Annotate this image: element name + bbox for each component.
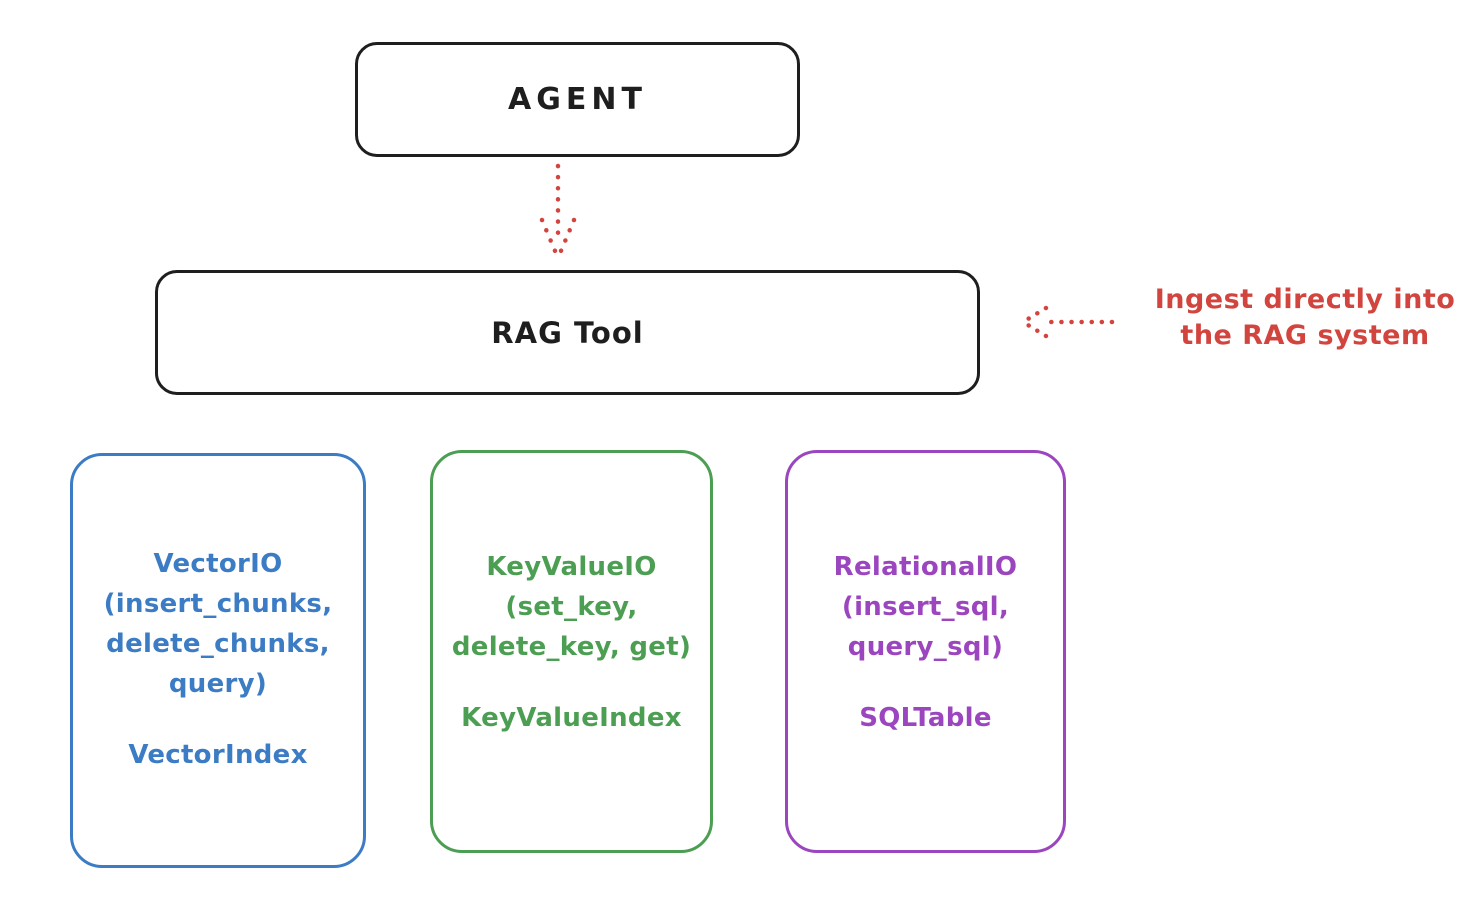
agent-box: AGENT [355, 42, 800, 157]
relational-io-label: RelationalIO (insert_sql, query_sql) [833, 552, 1018, 662]
backend-box-keyvalue-io: KeyValueIO (set_key, delete_key, get) Ke… [430, 450, 713, 853]
agent-box-label: AGENT [508, 82, 647, 117]
rag-tool-box-label: RAG Tool [491, 315, 644, 350]
vector-io-label: VectorIO (insert_chunks, delete_chunks, … [103, 549, 333, 699]
vector-index-label: VectorIndex [128, 740, 308, 770]
ingest-arrow-icon [1016, 302, 1116, 342]
backend-box-vector-io: VectorIO (insert_chunks, delete_chunks, … [70, 453, 366, 868]
keyvalue-index-label: KeyValueIndex [461, 703, 682, 733]
sql-table-label: SQLTable [859, 703, 992, 733]
agent-to-ragtool-arrow-icon [534, 162, 582, 264]
ingest-annotation: Ingest directly into the RAG system [1154, 284, 1456, 351]
backend-box-relational-io: RelationalIO (insert_sql, query_sql) SQL… [785, 450, 1066, 853]
keyvalue-io-label: KeyValueIO (set_key, delete_key, get) [451, 552, 692, 662]
rag-tool-box: RAG Tool [155, 270, 980, 395]
